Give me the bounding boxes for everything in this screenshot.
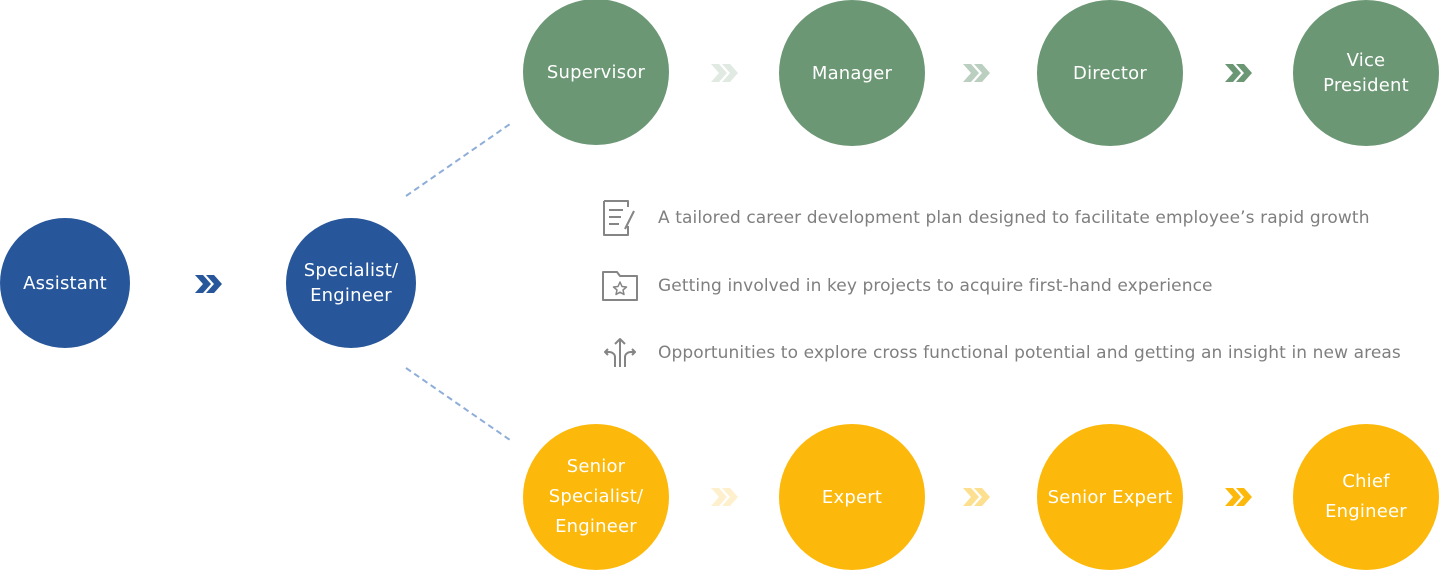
node-label: Expert	[821, 486, 883, 508]
node-supervisor: Supervisor	[523, 0, 669, 145]
node-manager: Manager	[779, 0, 925, 146]
node-label: Specialist/ Engineer	[303, 260, 399, 306]
chevron-double-right-icon	[1223, 63, 1253, 83]
chevron-double-right-icon	[709, 63, 739, 83]
star-folder-icon	[600, 266, 640, 306]
node-label: Vice President	[1323, 50, 1409, 96]
node-label: Senior Specialist/ Engineer	[548, 456, 644, 537]
chevron-double-right-icon	[961, 63, 991, 83]
chevron-double-right-icon	[193, 274, 223, 294]
chevron-double-right-icon	[1223, 487, 1253, 507]
split-arrows-icon	[600, 333, 640, 373]
node-label: Assistant	[23, 272, 107, 294]
node-vice-president: Vice President	[1293, 0, 1439, 146]
node-senior-expert: Senior Expert	[1037, 424, 1183, 570]
node-label: Manager	[811, 62, 893, 84]
node-assistant: Assistant	[0, 218, 130, 348]
connector-to-management	[405, 123, 511, 197]
benefit-text: Getting involved in key projects to acqu…	[658, 276, 1213, 296]
benefit-item: Getting involved in key projects to acqu…	[600, 266, 1213, 306]
benefit-text: Opportunities to explore cross functiona…	[658, 343, 1401, 363]
benefit-item: Opportunities to explore cross functiona…	[600, 333, 1401, 373]
node-senior-specialist-engineer: Senior Specialist/ Engineer	[523, 424, 669, 570]
node-label: Supervisor	[546, 61, 646, 83]
edit-document-icon	[600, 198, 640, 238]
chevron-double-right-icon	[961, 487, 991, 507]
chevron-double-right-icon	[709, 487, 739, 507]
node-label: Senior Expert	[1047, 486, 1173, 508]
benefit-text: A tailored career development plan desig…	[658, 208, 1370, 228]
node-label: Director	[1073, 62, 1147, 84]
node-director: Director	[1037, 0, 1183, 146]
connector-to-expert	[405, 367, 511, 441]
node-label: Chief Engineer	[1325, 471, 1407, 522]
node-specialist-engineer: Specialist/ Engineer	[286, 218, 416, 348]
benefit-item: A tailored career development plan desig…	[600, 198, 1370, 238]
node-expert: Expert	[779, 424, 925, 570]
node-chief-engineer: Chief Engineer	[1293, 424, 1439, 570]
